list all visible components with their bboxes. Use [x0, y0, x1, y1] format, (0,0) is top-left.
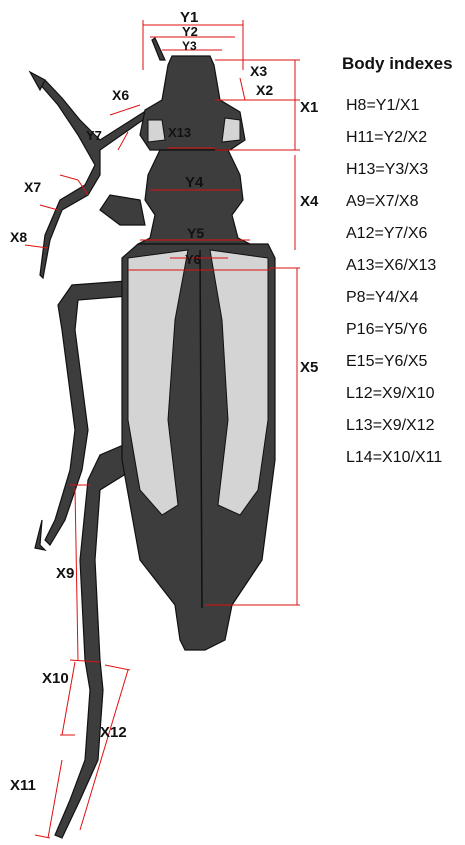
label-x5: X5	[300, 359, 318, 376]
label-x8: X8	[10, 229, 27, 245]
label-x11: X11	[10, 777, 36, 794]
index-item: A13=X6/X13	[346, 256, 465, 288]
label-y2: Y2	[182, 24, 198, 39]
index-item: H11=Y2/X2	[346, 128, 465, 160]
index-item: P8=Y4/X4	[346, 288, 465, 320]
label-x13: X13	[168, 125, 191, 140]
index-item: A12=Y7/X6	[346, 224, 465, 256]
right-antenna-feeler	[152, 38, 165, 60]
label-x10: X10	[42, 670, 69, 687]
label-x12: X12	[100, 724, 127, 741]
label-x3: X3	[250, 63, 267, 79]
index-item: E15=Y6/X5	[346, 352, 465, 384]
body-indexes-title: Body indexes	[342, 54, 465, 74]
label-x2: X2	[256, 82, 273, 98]
body-indexes-panel: Body indexes H8=Y1/X1 H11=Y2/X2 H13=Y3/X…	[338, 54, 465, 480]
index-item: H8=Y1/X1	[346, 96, 465, 128]
label-y3: Y3	[182, 39, 197, 53]
right-eye	[222, 118, 240, 142]
label-x1: X1	[300, 99, 318, 116]
index-item: P16=Y5/Y6	[346, 320, 465, 352]
label-x9: X9	[56, 565, 74, 582]
label-y4: Y4	[185, 174, 204, 191]
label-y6: Y6	[185, 252, 201, 267]
label-y5: Y5	[187, 225, 204, 241]
left-eye	[148, 120, 165, 142]
index-item: L13=X9/X12	[346, 416, 465, 448]
index-item: L12=X9/X10	[346, 384, 465, 416]
label-x4: X4	[300, 193, 319, 210]
body-indexes-list: H8=Y1/X1 H11=Y2/X2 H13=Y3/X3 A9=X7/X8 A1…	[338, 96, 465, 480]
index-item: L14=X10/X11	[346, 448, 465, 480]
index-item: A9=X7/X8	[346, 192, 465, 224]
label-x6: X6	[112, 87, 129, 103]
index-item: H13=Y3/X3	[346, 160, 465, 192]
label-y7: Y7	[86, 128, 102, 143]
label-x7: X7	[24, 179, 41, 195]
